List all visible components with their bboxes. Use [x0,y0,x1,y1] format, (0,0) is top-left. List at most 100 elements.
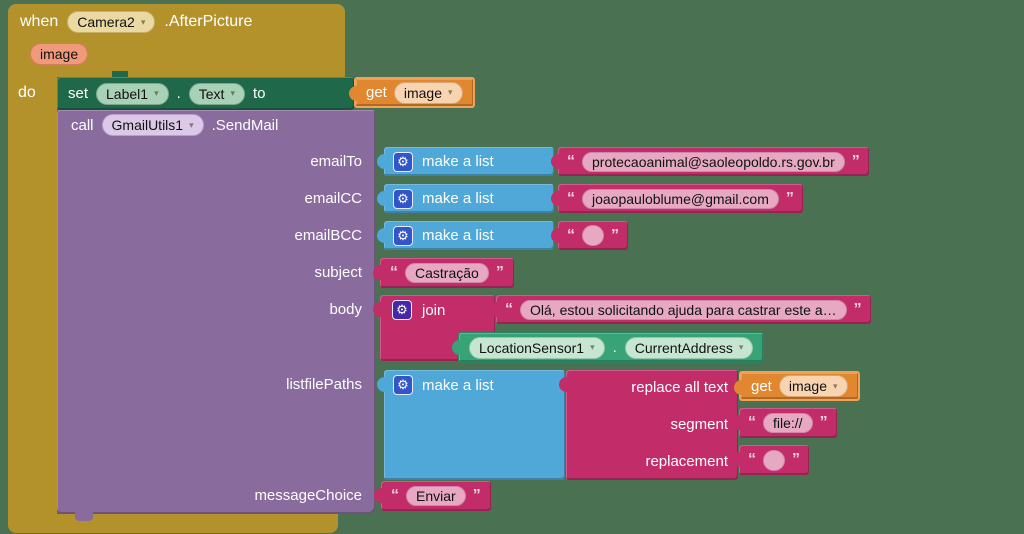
image-variable-dropdown[interactable]: image ▾ [778,375,848,397]
gear-glyph: ⚙ [397,190,409,206]
open-quote: “ [748,414,756,431]
text-string-block-subject[interactable]: “ Castração ” [373,258,514,288]
gmailutils1-dropdown[interactable]: GmailUtils1 ▾ [101,114,204,136]
emailto-text-field[interactable]: protecaoanimal@saoleopoldo.rs.gov.br [582,151,845,172]
text-string-block-emailbcc[interactable]: “ ” [551,221,628,250]
text-string-block-replacement[interactable]: “ ” [732,445,809,475]
text-property-dropdown[interactable]: Text ▾ [188,82,245,105]
gear-glyph: ⚙ [397,227,409,243]
get-image-block-2[interactable]: get image ▾ [734,371,860,401]
dot-separator: . [176,85,181,102]
gear-icon[interactable]: ⚙ [393,225,413,246]
when-camera2-afterpicture-block[interactable]: when Camera2 ▾ .AfterPicture image [8,4,345,77]
open-quote: “ [567,152,575,170]
image-param-chip[interactable]: image [30,43,89,65]
replace-all-text-label: replace all text [631,379,728,396]
make-a-list-label: make a list [422,190,494,207]
locationsensor1-dropdown-label: LocationSensor1 [479,339,585,356]
replace-all-text-block[interactable]: replace all text segment replacement [559,370,738,480]
text-property-dropdown-label: Text [198,85,225,102]
close-quote: ” [819,414,828,431]
make-a-list-block-listfilepaths[interactable]: ⚙ make a list [377,370,565,480]
make-a-list-label: make a list [422,227,494,244]
camera2-dropdown-label: Camera2 [77,14,135,30]
chevron-down-icon: ▾ [833,380,838,391]
close-quote: ” [785,189,794,207]
param-label-messagechoice: messageChoice [254,487,362,504]
emailcc-text-field[interactable]: joaopauloblume@gmail.com [582,188,779,209]
gmailutils1-dropdown-label: GmailUtils1 [111,117,184,133]
call-gmailutils-sendmail-block[interactable]: call GmailUtils1 ▾ .SendMail emailTo ema… [57,110,375,514]
chevron-down-icon: ▾ [154,88,159,98]
afterpicture-label: .AfterPicture [164,13,253,30]
chevron-down-icon: ▾ [140,16,146,27]
subject-text-field[interactable]: Castração [405,263,489,283]
param-label-listfilepaths: listfilePaths [286,376,362,393]
image-param-label: image [40,46,79,62]
chevron-down-icon: ▾ [230,88,235,98]
camera2-dropdown[interactable]: Camera2 ▾ [67,11,156,33]
open-quote: “ [390,264,398,281]
open-quote: “ [748,451,756,468]
image-variable-dropdown[interactable]: image ▾ [393,81,463,104]
text-string-block-emailcc[interactable]: “ joaopauloblume@gmail.com ” [551,184,803,213]
locationsensor-currentaddress-block[interactable]: LocationSensor1 ▾ . CurrentAddress ▾ [451,332,765,363]
open-quote: “ [567,226,575,244]
close-quote: ” [853,300,862,318]
do-label: do [18,84,36,101]
when-keyword: when [20,13,59,30]
body-text-field[interactable]: Olá, estou solicitando ajuda para castra… [520,299,847,320]
segment-label: segment [670,416,728,433]
make-a-list-block-emailto[interactable]: ⚙ make a list [377,147,554,176]
emailbcc-text-field[interactable] [582,225,604,246]
segment-text-field[interactable]: file:// [763,413,813,433]
param-label-body: body [329,301,362,318]
join-label: join [422,301,446,319]
label1-dropdown-label: Label1 [106,85,149,102]
sendmail-label: .SendMail [211,116,279,134]
close-quote: ” [495,264,504,281]
locationsensor1-dropdown[interactable]: LocationSensor1 ▾ [469,336,605,359]
gear-icon[interactable]: ⚙ [392,300,412,320]
make-a-list-block-emailbcc[interactable]: ⚙ make a list [377,221,554,250]
param-label-emailbcc: emailBCC [294,227,362,244]
to-keyword: to [252,85,266,102]
chevron-down-icon: ▾ [448,87,453,97]
text-string-block-segment[interactable]: “ file:// ” [732,408,837,438]
get-keyword: get [751,377,772,395]
text-string-block-body[interactable]: “ Olá, estou solicitando ajuda para cast… [489,295,871,324]
text-string-block-messagechoice[interactable]: “ Enviar ” [374,481,491,511]
param-label-emailto: emailTo [310,153,362,170]
gear-icon[interactable]: ⚙ [393,151,413,172]
param-label-subject: subject [314,264,362,281]
close-quote: ” [611,226,619,244]
param-label-emailcc: emailCC [304,190,362,207]
gear-icon[interactable]: ⚙ [393,188,413,209]
image-variable-label: image [788,378,827,394]
replacement-text-field[interactable] [763,449,785,471]
label1-dropdown[interactable]: Label1 ▾ [96,82,169,105]
gear-glyph: ⚙ [397,377,409,392]
gear-glyph: ⚙ [397,153,409,169]
currentaddress-dropdown-label: CurrentAddress [634,339,733,356]
set-label1-text-block[interactable]: set Label1 ▾ . Text ▾ to [57,77,354,110]
when-block-bottom-edge [8,514,338,533]
get-image-block-1[interactable]: get image ▾ [349,77,475,108]
make-a-list-block-emailcc[interactable]: ⚙ make a list [377,184,554,213]
open-quote: “ [567,189,575,207]
make-a-list-label: make a list [422,153,494,170]
chevron-down-icon: ▾ [590,342,595,352]
make-a-list-label: make a list [422,376,494,394]
messagechoice-text-field[interactable]: Enviar [406,486,466,506]
open-quote: “ [505,300,513,318]
close-quote: ” [472,487,481,504]
chevron-down-icon: ▾ [189,119,194,130]
dot-separator: . [612,339,617,356]
statement-notch [112,71,128,79]
currentaddress-dropdown[interactable]: CurrentAddress ▾ [624,336,754,359]
gear-icon[interactable]: ⚙ [393,375,413,395]
text-string-block-emailto[interactable]: “ protecaoanimal@saoleopoldo.rs.gov.br ” [551,147,869,176]
gear-glyph: ⚙ [396,302,408,317]
when-block-left-edge [8,77,57,518]
